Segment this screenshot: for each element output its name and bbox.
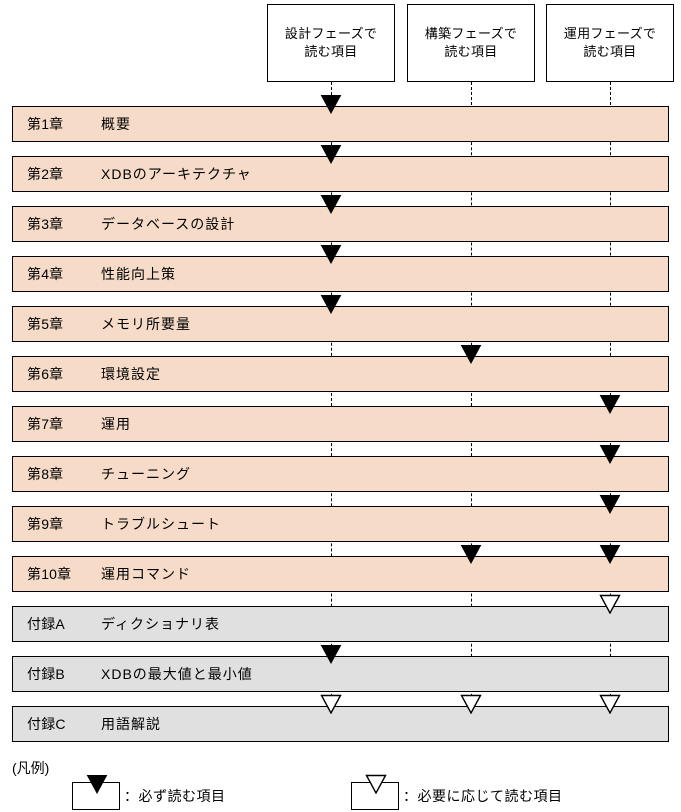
row-number-label: 第1章 — [27, 116, 64, 132]
row-title-label: ディクショナリ表 — [101, 616, 221, 632]
row-number-label: 第10章 — [27, 566, 72, 582]
row-number-label: 付録C — [27, 716, 66, 732]
row-number-label: 第9章 — [27, 516, 64, 532]
legend-item-required: ：必ず読む項目 — [72, 775, 226, 810]
table-row: 付録B XDBの最大値と最小値 — [12, 656, 669, 692]
table-row: 第10章 運用コマンド — [12, 556, 669, 592]
row-number-label: 第6章 — [27, 366, 64, 382]
row-title-label: 運用コマンド — [101, 566, 191, 582]
row-number-label: 付録B — [27, 666, 65, 682]
phase-box-label-line2: 読む項目 — [444, 44, 498, 59]
row-number-label: 第5章 — [27, 316, 64, 332]
row-title-label: 環境設定 — [101, 366, 161, 382]
legend-title: (凡例) — [12, 760, 50, 776]
row-number-label: 第2章 — [27, 166, 64, 182]
row-number-label: 付録A — [27, 616, 65, 632]
row-title-label: メモリ所要量 — [101, 316, 191, 332]
row-number-label: 第8章 — [27, 466, 64, 482]
table-row: 付録C 用語解説 — [12, 706, 669, 742]
phase-box-build: 構築フェーズで読む項目 — [407, 4, 535, 82]
phase-box-label-line1: 構築フェーズで — [424, 26, 518, 42]
table-row: 第4章 性能向上策 — [12, 256, 669, 292]
row-title-label: チューニング — [101, 466, 191, 482]
row-title-label: XDBのアーキテクチャ — [101, 166, 252, 182]
row-title-label: 運用 — [101, 416, 131, 432]
row-number-label: 第4章 — [27, 266, 64, 282]
phase-box-operate: 運用フェーズで読む項目 — [546, 4, 674, 82]
phase-box-label-line1: 設計フェーズで — [284, 26, 378, 42]
table-row: 第2章 XDBのアーキテクチャ — [12, 156, 669, 192]
row-title-label: 性能向上策 — [101, 266, 176, 282]
row-title-label: トラブルシュート — [101, 516, 221, 532]
table-row: 第9章 トラブルシュート — [12, 506, 669, 542]
table-row: 第7章 運用 — [12, 406, 669, 442]
legend-item-optional: ：必要に応じて読む項目 — [351, 774, 563, 810]
row-title-label: 概要 — [101, 116, 131, 132]
phase-box-label-line1: 運用フェーズで — [563, 26, 657, 42]
table-row: 付録A ディクショナリ表 — [12, 606, 669, 642]
row-title-label: XDBの最大値と最小値 — [101, 666, 253, 682]
row-number-label: 第7章 — [27, 416, 64, 432]
table-row: 第1章 概要 — [12, 106, 669, 142]
table-row: 第3章 データベースの設計 — [12, 206, 669, 242]
table-row: 第8章 チューニング — [12, 456, 669, 492]
table-row: 第5章 メモリ所要量 — [12, 306, 669, 342]
legend-swatch-required — [72, 775, 120, 810]
table-row: 第6章 環境設定 — [12, 356, 669, 392]
phase-box-label-line2: 読む項目 — [583, 44, 637, 59]
phase-box-label-line2: 読む項目 — [304, 44, 358, 59]
legend-swatch-optional — [351, 774, 399, 810]
row-title-label: 用語解説 — [101, 716, 161, 732]
legend-label-required: ：必ず読む項目 — [124, 788, 226, 804]
row-title-label: データベースの設計 — [101, 216, 236, 232]
row-number-label: 第3章 — [27, 216, 64, 232]
phase-box-design: 設計フェーズで読む項目 — [267, 4, 395, 82]
legend-label-optional: ：必要に応じて読む項目 — [403, 788, 563, 804]
